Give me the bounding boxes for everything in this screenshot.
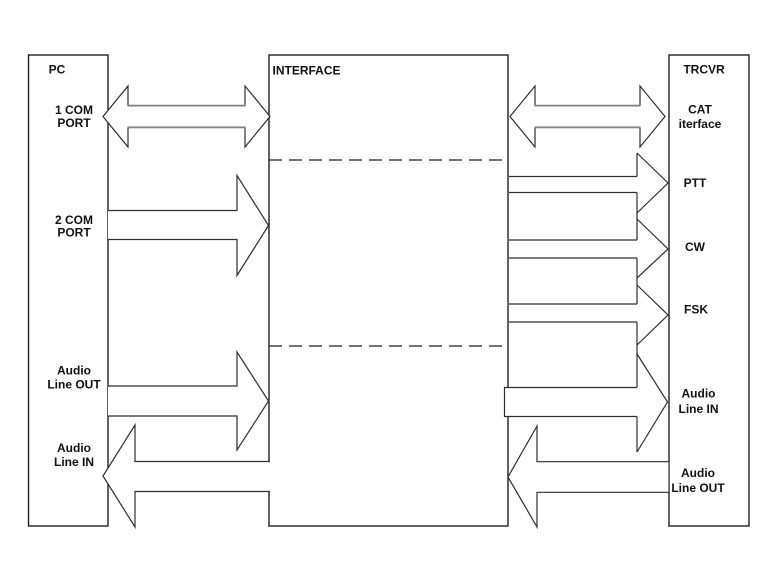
arrow-trcvr-audio-in-head bbox=[636, 353, 669, 453]
arrow-pc-audio-in-left bbox=[102, 422, 270, 530]
arrow-ptt-head bbox=[636, 152, 669, 214]
pc-audio-out-label-l1: Audio bbox=[57, 364, 91, 378]
pc-com2-label-l2: PORT bbox=[57, 226, 91, 240]
trcvr-audio-in-label-l2: Line IN bbox=[678, 402, 718, 416]
arrow-com1-shaft bbox=[127, 104, 246, 129]
trcvr-cat-label-l2: iterface bbox=[679, 117, 722, 131]
trcvr-box bbox=[668, 54, 750, 527]
pc-box bbox=[27, 54, 109, 527]
arrow-group-interface-to-trcvr bbox=[503, 152, 669, 453]
trcvr-ptt-label: PTT bbox=[684, 176, 707, 190]
arrow-com1-bidirectional bbox=[102, 84, 271, 149]
trcvr-audio-in-label-l1: Audio bbox=[682, 387, 716, 401]
arrow-cw-head bbox=[636, 218, 669, 279]
arrow-shaft-lines bbox=[509, 175, 637, 323]
pc-com2-label-l1: 2 COM bbox=[55, 213, 93, 227]
arrow-pc-audio-out-right bbox=[108, 349, 270, 453]
trcvr-audio-out-label-l1: Audio bbox=[681, 466, 715, 480]
trcvr-cw-label: CW bbox=[685, 240, 706, 254]
pc-com1-label-l2: PORT bbox=[57, 116, 91, 130]
arrow-com2-right bbox=[108, 173, 270, 278]
arrow-fsk-head bbox=[636, 284, 669, 346]
trcvr-cat-label-l1: CAT bbox=[688, 103, 712, 117]
pc-com1-label-l1: 1 COM bbox=[55, 103, 93, 117]
pc-audio-out-label-l2: Line OUT bbox=[47, 378, 101, 392]
arrow-trcvr-audio-in-tail bbox=[503, 386, 637, 418]
trcvr-box-title: TRCVR bbox=[683, 63, 725, 77]
trcvr-fsk-label: FSK bbox=[684, 303, 708, 317]
trcvr-audio-out-label-l2: Line OUT bbox=[671, 481, 725, 495]
arrow-cat-bidirectional bbox=[509, 84, 666, 149]
arrow-cat-shaft bbox=[534, 104, 641, 129]
arrow-trcvr-audio-out-left bbox=[507, 423, 669, 530]
interface-box bbox=[268, 54, 509, 527]
pc-audio-in-label-l1: Audio bbox=[57, 441, 91, 455]
pc-audio-in-label-l2: Line IN bbox=[54, 455, 94, 469]
pc-box-title: PC bbox=[49, 63, 66, 77]
interface-box-title: INTERFACE bbox=[272, 64, 340, 78]
